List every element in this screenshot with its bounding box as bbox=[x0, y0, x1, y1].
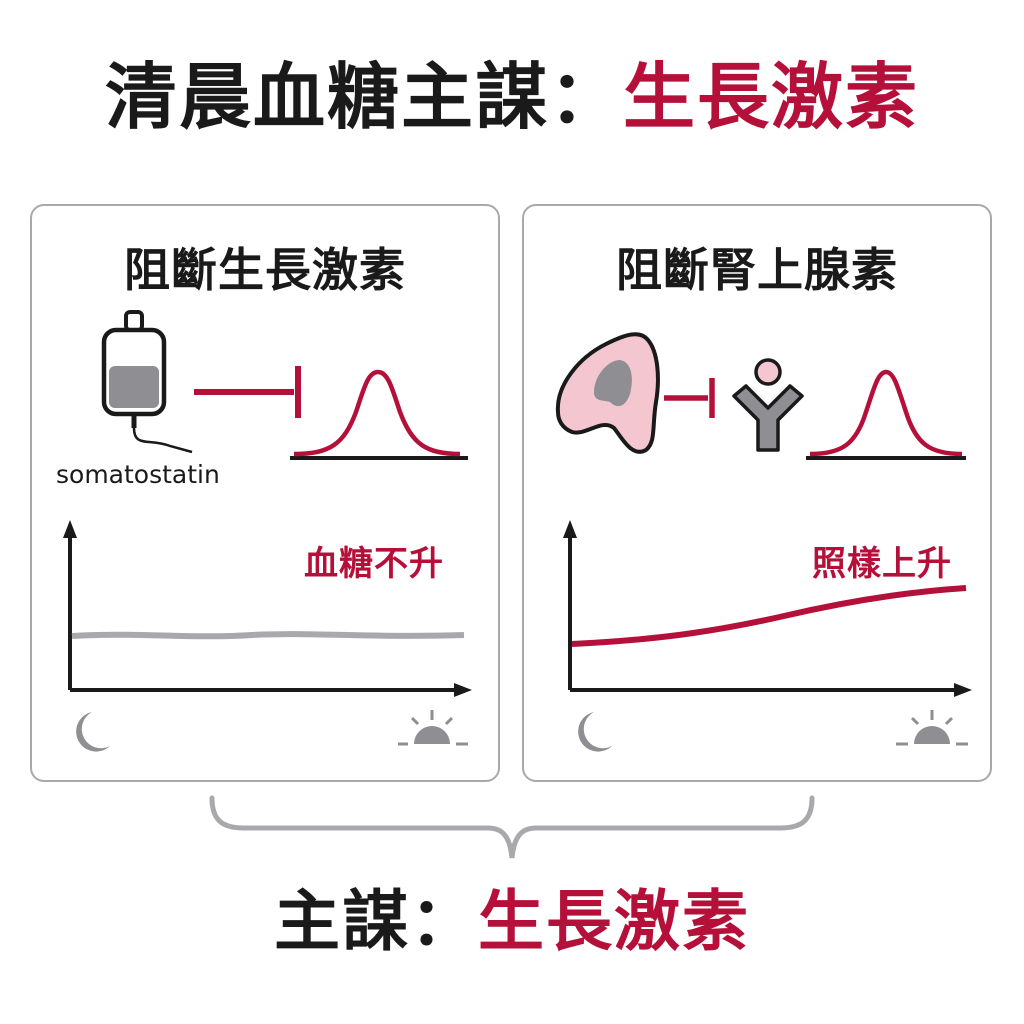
glucose-flat-line bbox=[71, 631, 465, 640]
adrenal-gland-icon bbox=[555, 332, 660, 454]
panel-block-growth-hormone: 阻斷生長激素 bbox=[30, 204, 500, 782]
moon-icon bbox=[76, 712, 110, 752]
result-label: 血糖不升 bbox=[304, 544, 444, 584]
title-prefix: 清晨血糖主謀： bbox=[104, 55, 623, 139]
glucose-rising-line bbox=[571, 585, 967, 647]
title-highlight: 生長激素 bbox=[623, 55, 920, 139]
page-title: 清晨血糖主謀：生長激素 bbox=[0, 56, 1024, 139]
panel-illustration bbox=[63, 310, 472, 752]
panel-block-adrenaline: 阻斷腎上腺素 bbox=[522, 204, 992, 782]
sunrise-icon bbox=[896, 710, 968, 746]
conclusion-highlight: 生長激素 bbox=[478, 883, 750, 960]
glucose-chart bbox=[563, 520, 972, 697]
sunrise-icon bbox=[398, 710, 468, 746]
moon-icon bbox=[578, 712, 612, 752]
hormone-peak-icon bbox=[290, 369, 468, 460]
receptor-icon bbox=[732, 358, 804, 452]
brace-connector bbox=[209, 795, 815, 859]
somatostatin-label: somatostatin bbox=[56, 460, 220, 489]
panel-illustration bbox=[555, 332, 972, 752]
panel-title: 阻斷腎上腺素 bbox=[616, 243, 898, 297]
result-label: 照樣上升 bbox=[812, 544, 952, 584]
panel-title: 阻斷生長激素 bbox=[124, 243, 406, 297]
conclusion: 主謀：生長激素 bbox=[0, 884, 1024, 960]
glucose-chart bbox=[63, 520, 472, 697]
inhibit-icon bbox=[664, 378, 715, 418]
iv-bag-icon bbox=[101, 310, 193, 454]
conclusion-prefix: 主謀： bbox=[274, 883, 478, 960]
inhibit-icon bbox=[194, 366, 301, 418]
hormone-peak-icon bbox=[806, 369, 966, 460]
